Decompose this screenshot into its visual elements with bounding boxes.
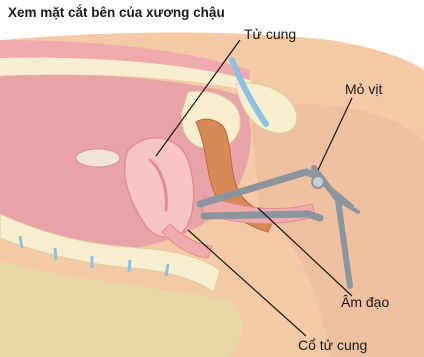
label-uterus: Tử cung [244, 27, 296, 41]
figure-title: Xem mặt cắt bên của xương chậu [8, 6, 225, 20]
label-speculum: Mỏ vịt [345, 82, 382, 96]
label-cervix: Cổ tử cung [298, 338, 367, 352]
label-vagina: Âm đạo [341, 295, 389, 309]
ovary [76, 149, 120, 167]
